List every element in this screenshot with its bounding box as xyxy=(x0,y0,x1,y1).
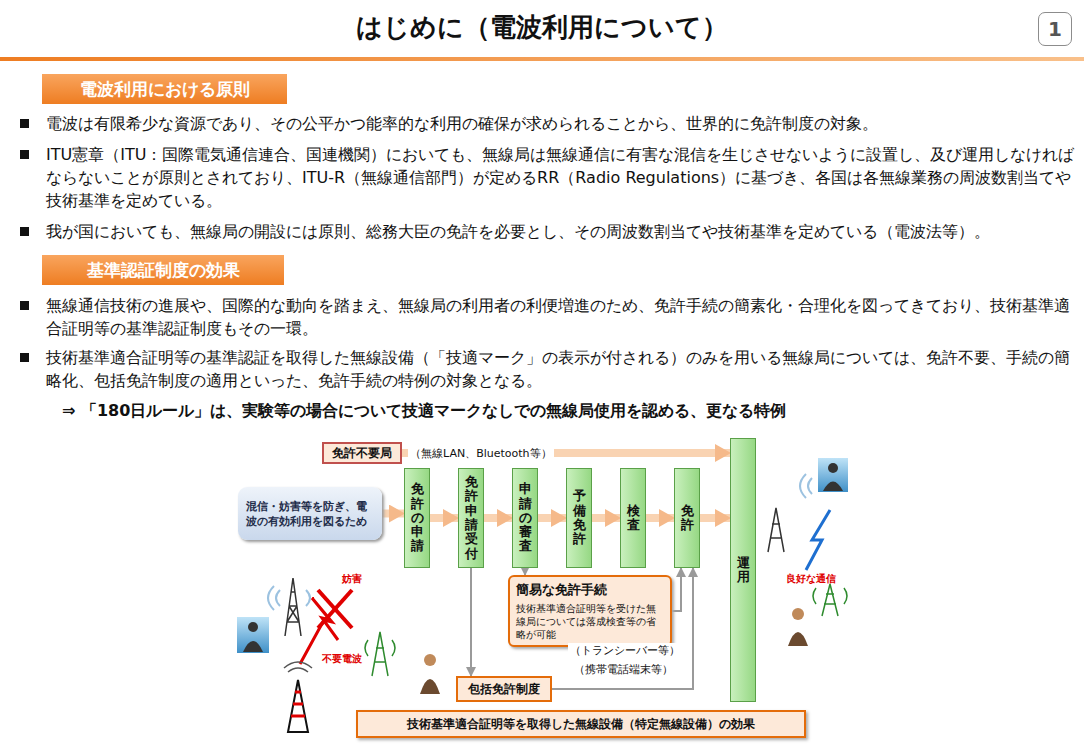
node-label: 予備免許 xyxy=(573,489,586,546)
person-icon xyxy=(237,617,269,653)
node-label: 検査 xyxy=(627,504,640,533)
flow-arrow xyxy=(672,568,681,611)
effect-banner: 技術基準適合証明等を取得した無線設備（特定無線設備）の効果 xyxy=(356,710,806,738)
bullet-text: 技術基準適合証明等の基準認証を取得した無線設備（「技適マーク」の表示が付される）… xyxy=(46,346,1076,392)
node-label: 免許の申請 xyxy=(411,482,424,553)
header-rule xyxy=(0,57,1084,61)
person-icon xyxy=(788,608,808,646)
illustration-label: 不要電波 xyxy=(322,652,362,666)
flow-arrow xyxy=(430,514,458,522)
person-icon xyxy=(818,458,848,492)
section-header: 電波利用における原則 xyxy=(42,74,287,104)
tower-icon xyxy=(768,508,784,552)
emphasis-note: ⇒ 「180日ルール」は、実験等の場合について技適マークなしでの無線局使用を認め… xyxy=(62,401,786,422)
purpose-box: 混信・妨害等を防ぎ、電波の有効利用を図るため xyxy=(238,487,382,540)
flow-arrow xyxy=(382,510,404,518)
node-label: 免許 xyxy=(681,504,694,533)
node-label: 電波利用における原則 xyxy=(80,78,250,101)
broadcast-tower-icon xyxy=(284,662,312,732)
process-box: 予備免許 xyxy=(566,468,592,568)
flow-arrow xyxy=(700,514,730,522)
communication-bolt xyxy=(806,510,830,570)
blanket-license-box: 包括免許制度 xyxy=(456,676,552,702)
section-header: 基準認証制度の効果 xyxy=(42,255,284,285)
radio-waves xyxy=(800,474,812,498)
process-box: 申請の審査 xyxy=(512,468,538,568)
illustration-label: 妨害 xyxy=(342,572,362,586)
example-note: （トランシーバー等） xyxy=(568,643,682,658)
tower-icon xyxy=(285,578,301,636)
operation-box: 運用 xyxy=(730,438,756,702)
node-label: 簡易な免許手続 xyxy=(516,581,607,599)
illustration-label: 良好な通信 xyxy=(786,572,836,586)
example-note: （携帯電話端末等） xyxy=(572,662,675,677)
radio-waves xyxy=(268,586,310,610)
flow-arrow xyxy=(538,514,566,522)
node-label: 混信・妨害等を防ぎ、電波の有効利用を図るため xyxy=(246,499,374,529)
process-box: 免許 xyxy=(674,468,700,568)
bullet-marks xyxy=(20,119,29,362)
license-free-box: 免許不要局 xyxy=(322,442,402,464)
bullet-text: 無線通信技術の進展や、国際的な動向を踏まえ、無線局の利用者の利便増進のため、免許… xyxy=(46,294,1076,340)
example-note: （無線LAN、Bluetooth等） xyxy=(408,446,554,461)
bullet-text: 我が国においても、無線局の開設には原則、総務大臣の免許を必要とし、その周波数割当… xyxy=(46,220,1076,243)
node-label: 運用 xyxy=(737,556,750,585)
flow-arrow xyxy=(484,514,512,522)
tower-icon xyxy=(365,632,395,676)
bullet-text: ITU憲章（ITU：国際電気通信連合、国連機関）においても、無線局は無線通信に有… xyxy=(46,143,1076,212)
page-title: はじめに（電波利用について） xyxy=(0,10,1084,45)
process-box: 免許申請受付 xyxy=(458,468,484,568)
node-label: 基準認証制度の効果 xyxy=(87,259,240,282)
process-box: 免許の申請 xyxy=(404,468,430,568)
flow-arrow xyxy=(646,514,674,522)
tower-icon xyxy=(813,584,847,616)
node-label: 包括免許制度 xyxy=(468,681,540,698)
person-icon xyxy=(420,654,440,694)
process-box: 検査 xyxy=(620,468,646,568)
node-label: 免許申請受付 xyxy=(465,475,478,561)
node-label: 1 xyxy=(1048,17,1062,41)
node-label: 申請の審査 xyxy=(519,482,532,553)
flow-arrow xyxy=(524,568,526,575)
page-number: 1 xyxy=(1038,12,1072,46)
node-body: 技術基準適合証明等を受けた無線局については落成検査等の省略が可能 xyxy=(516,602,664,641)
flow-arrow xyxy=(470,568,472,676)
simplified-procedure-box: 簡易な免許手続技術基準適合証明等を受けた無線局については落成検査等の省略が可能 xyxy=(508,575,672,647)
node-label: 技術基準適合証明等を取得した無線設備（特定無線設備）の効果 xyxy=(407,716,755,733)
bullet-text: 電波は有限希少な資源であり、その公平かつ能率的な利用の確保が求められることから、… xyxy=(46,112,1076,135)
flow-arrow xyxy=(592,514,620,522)
node-label: 免許不要局 xyxy=(332,445,392,462)
